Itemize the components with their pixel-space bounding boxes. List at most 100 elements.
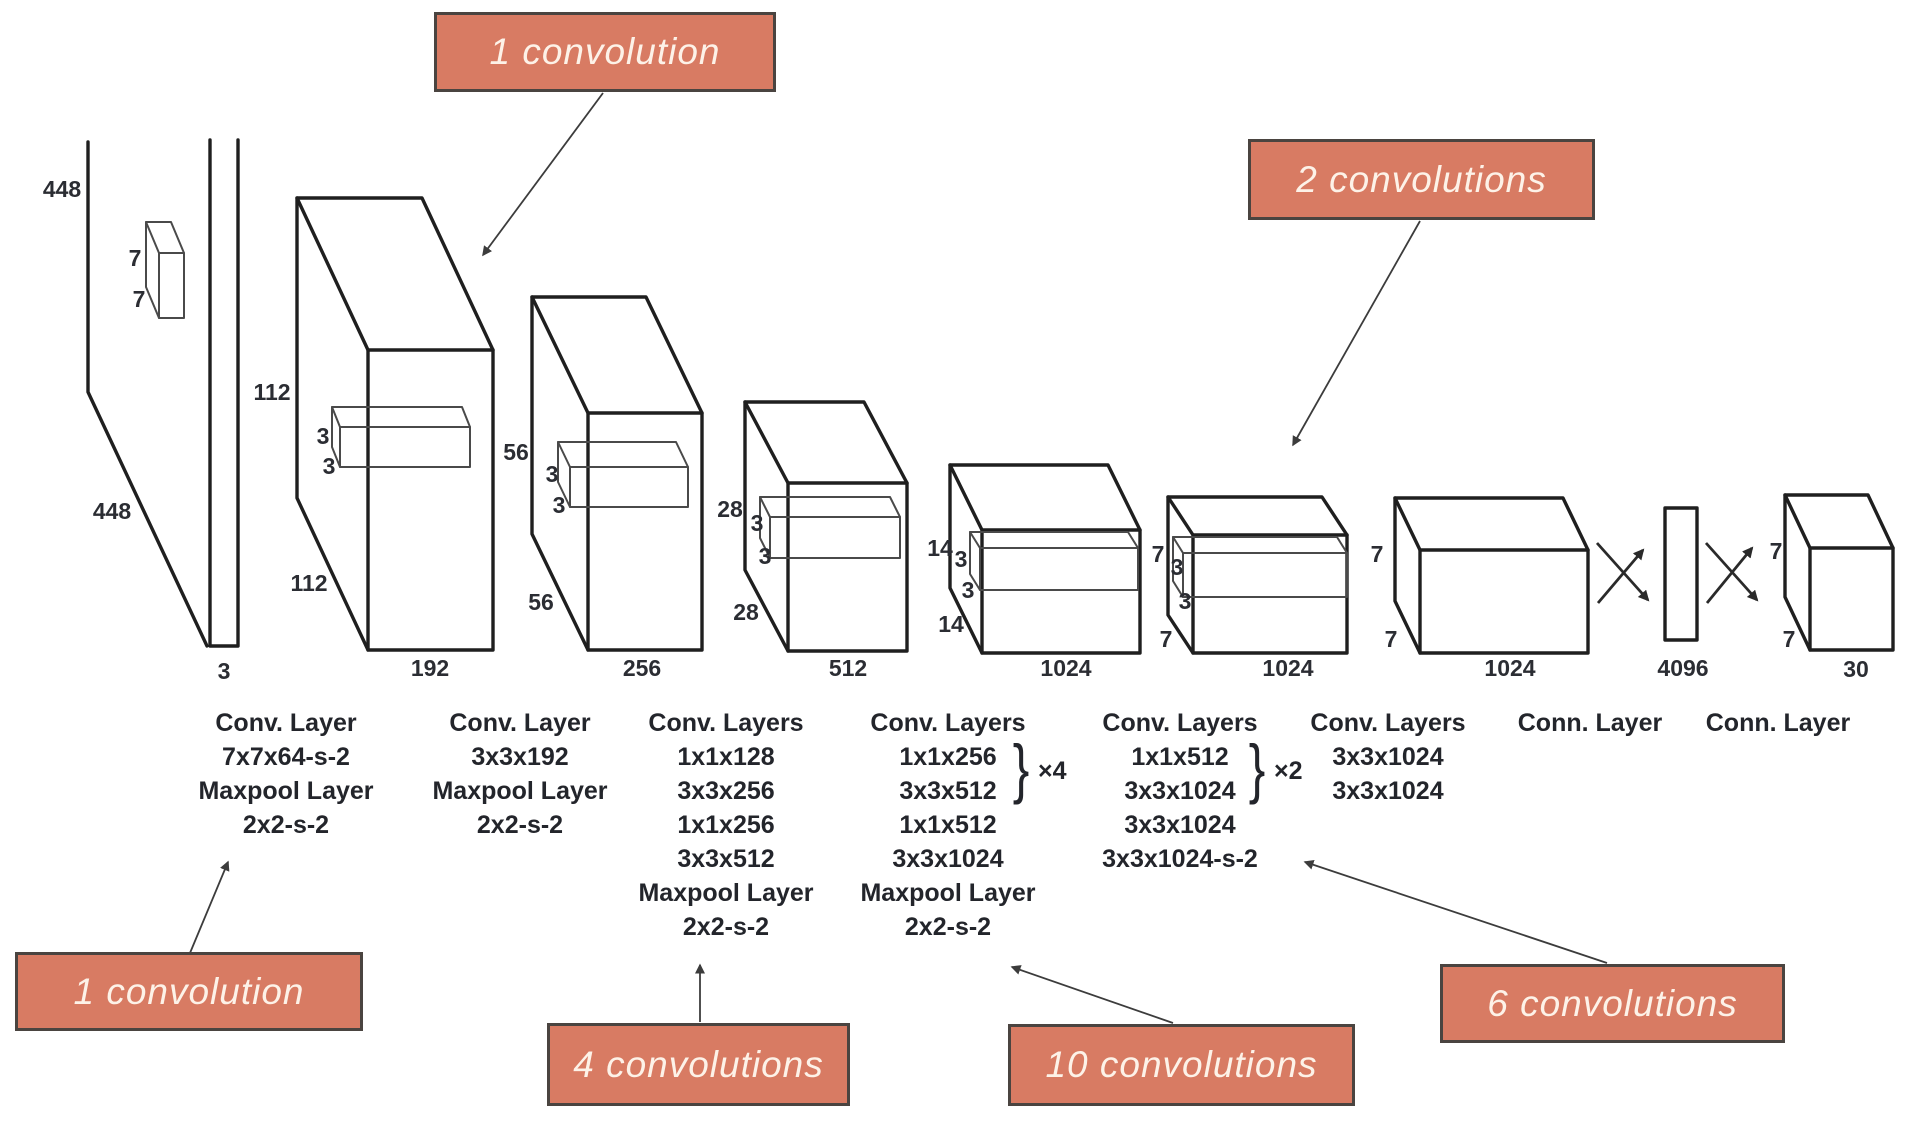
- dim-s3-height: 28: [717, 496, 743, 522]
- input-plane-edge: [86, 140, 209, 648]
- box1-front: [366, 348, 495, 652]
- kernel-box-1: [331, 406, 471, 468]
- layer-desc-line: Conv. Layers: [1102, 709, 1258, 737]
- dim-s2-kernel-1: 3: [546, 461, 559, 487]
- arrow-1-convolution-top: [482, 92, 604, 257]
- layer-desc-line: 3x3x192: [471, 743, 569, 771]
- dim-out-height: 7: [1770, 538, 1783, 564]
- dim-s4-width: 14: [938, 611, 964, 637]
- layer-desc-col-3: Conv. Layers 1x1x128 3x3x256 1x1x256 3x3…: [596, 706, 856, 944]
- input-kernel-top: [145, 221, 185, 254]
- layer-desc-col-8: Conn. Layer: [1648, 706, 1905, 740]
- layer-desc-line: Maxpool Layer: [198, 777, 374, 805]
- dim-out-depth: 30: [1843, 656, 1869, 682]
- cross-arrow-icon: [1705, 546, 1754, 604]
- kernel1-side: [331, 406, 341, 468]
- kernel4-side: [969, 531, 981, 591]
- layer-desc-line: 3x3x256: [677, 777, 775, 805]
- dim-s3-kernel-1: 3: [751, 510, 764, 536]
- layer-desc-line: 1x1x256: [677, 811, 775, 839]
- dim-s6-height: 7: [1371, 541, 1384, 567]
- dim-s2-filters: 256: [623, 655, 661, 681]
- callout-4-convolutions: 4 convolutions: [547, 1023, 850, 1106]
- dim-s2-width: 56: [528, 589, 554, 615]
- dim-s1-height: 112: [253, 379, 290, 405]
- kernel5-side: [1172, 536, 1184, 598]
- kernel5-front: [1182, 552, 1348, 598]
- box5-side: [1166, 495, 1195, 655]
- box3-front: [786, 481, 909, 653]
- layer-desc-line: Conn. Layer: [1705, 709, 1851, 737]
- kernel2-front: [569, 466, 689, 508]
- kernel4-top: [969, 531, 1139, 549]
- dim-s2-height: 56: [503, 439, 529, 465]
- repeat-count-col-4: ×4: [1038, 757, 1067, 785]
- callout-1-convolution-top: 1 convolution: [434, 12, 776, 92]
- callout-10-convolutions: 10 convolutions: [1008, 1024, 1355, 1106]
- arrow-1-convolution-bottom: [189, 860, 230, 954]
- layer-desc-col-1: Conv. Layer 7x7x64-s-2 Maxpool Layer 2x2…: [156, 706, 416, 842]
- dim-s1-width: 112: [290, 570, 327, 596]
- arrow-2-convolutions: [1292, 220, 1421, 447]
- dim-s1-kernel-1: 3: [317, 423, 330, 449]
- box1-top: [295, 196, 495, 352]
- dim-input-height: 448: [43, 176, 82, 202]
- layer-desc-line: 3x3x1024: [1332, 743, 1444, 771]
- dim-s4-filters: 1024: [1040, 655, 1091, 681]
- input-image-plane: [86, 138, 240, 648]
- outcube-top: [1783, 493, 1895, 550]
- layer-desc-line: 2x2-s-2: [904, 913, 992, 941]
- dim-s3-width: 28: [733, 599, 759, 625]
- kernel-box-3: [759, 496, 901, 559]
- layer-desc-line: Maxpool Layer: [638, 879, 814, 907]
- output-cube: [1783, 493, 1895, 652]
- box4-top: [948, 463, 1142, 532]
- layer-desc-line: Conv. Layers: [648, 709, 804, 737]
- kernel-box-4: [969, 531, 1139, 591]
- fc-layer-bar: [1663, 506, 1699, 642]
- kernel3-front: [769, 516, 901, 559]
- layer-desc-line: Maxpool Layer: [860, 879, 1036, 907]
- cross-arrow-icon: [1595, 542, 1650, 602]
- layer-desc-line: 2x2-s-2: [682, 913, 770, 941]
- layer-desc-line: Maxpool Layer: [432, 777, 608, 805]
- kernel3-top: [759, 496, 901, 518]
- dim-s6-filters: 1024: [1484, 655, 1535, 681]
- dim-s4-height: 14: [927, 535, 953, 561]
- layer-desc-line: 1x1x512: [1131, 743, 1229, 771]
- box5-top: [1166, 495, 1349, 537]
- input-kernel-box: [145, 221, 185, 319]
- outcube-front: [1808, 546, 1895, 652]
- dim-input-kernel-1: 7: [129, 245, 142, 271]
- dim-s5-width: 7: [1160, 626, 1173, 652]
- layer-desc-col-6: Conv. Layers 3x3x1024 3x3x1024: [1258, 706, 1518, 808]
- dim-s6-width: 7: [1385, 626, 1398, 652]
- dim-s5-kernel-1: 3: [1171, 554, 1184, 580]
- box6-front: [1418, 548, 1590, 655]
- box6-top: [1393, 496, 1590, 552]
- box5-front: [1191, 533, 1349, 655]
- callout-6-convolutions: 6 convolutions: [1440, 964, 1785, 1043]
- layer-box-2: [530, 295, 704, 652]
- layer-desc-line: Conv. Layers: [870, 709, 1026, 737]
- dim-input-depth: 3: [218, 658, 231, 684]
- layer-desc-line: 2x2-s-2: [242, 811, 330, 839]
- layer-desc-line: 3x3x512: [677, 845, 775, 873]
- kernel-box-5: [1172, 536, 1348, 598]
- layer-desc-line: 2x2-s-2: [476, 811, 564, 839]
- dim-input-kernel-2: 7: [133, 286, 146, 312]
- kernel1-top: [331, 406, 471, 428]
- dim-s4-kernel-2: 3: [962, 577, 975, 603]
- layer-desc-line: 3x3x512: [899, 777, 997, 805]
- layer-desc-line: 3x3x1024: [1332, 777, 1444, 805]
- input-depth-slab: [208, 138, 240, 648]
- input-kernel-side: [145, 221, 160, 319]
- layer-desc-line: 7x7x64-s-2: [222, 743, 350, 771]
- callout-2-convolutions: 2 convolutions: [1248, 139, 1595, 220]
- layer-desc-line: 1x1x128: [677, 743, 775, 771]
- layer-desc-line: Conv. Layer: [215, 709, 357, 737]
- kernel-box-2: [557, 441, 689, 508]
- kernel2-top: [557, 441, 689, 468]
